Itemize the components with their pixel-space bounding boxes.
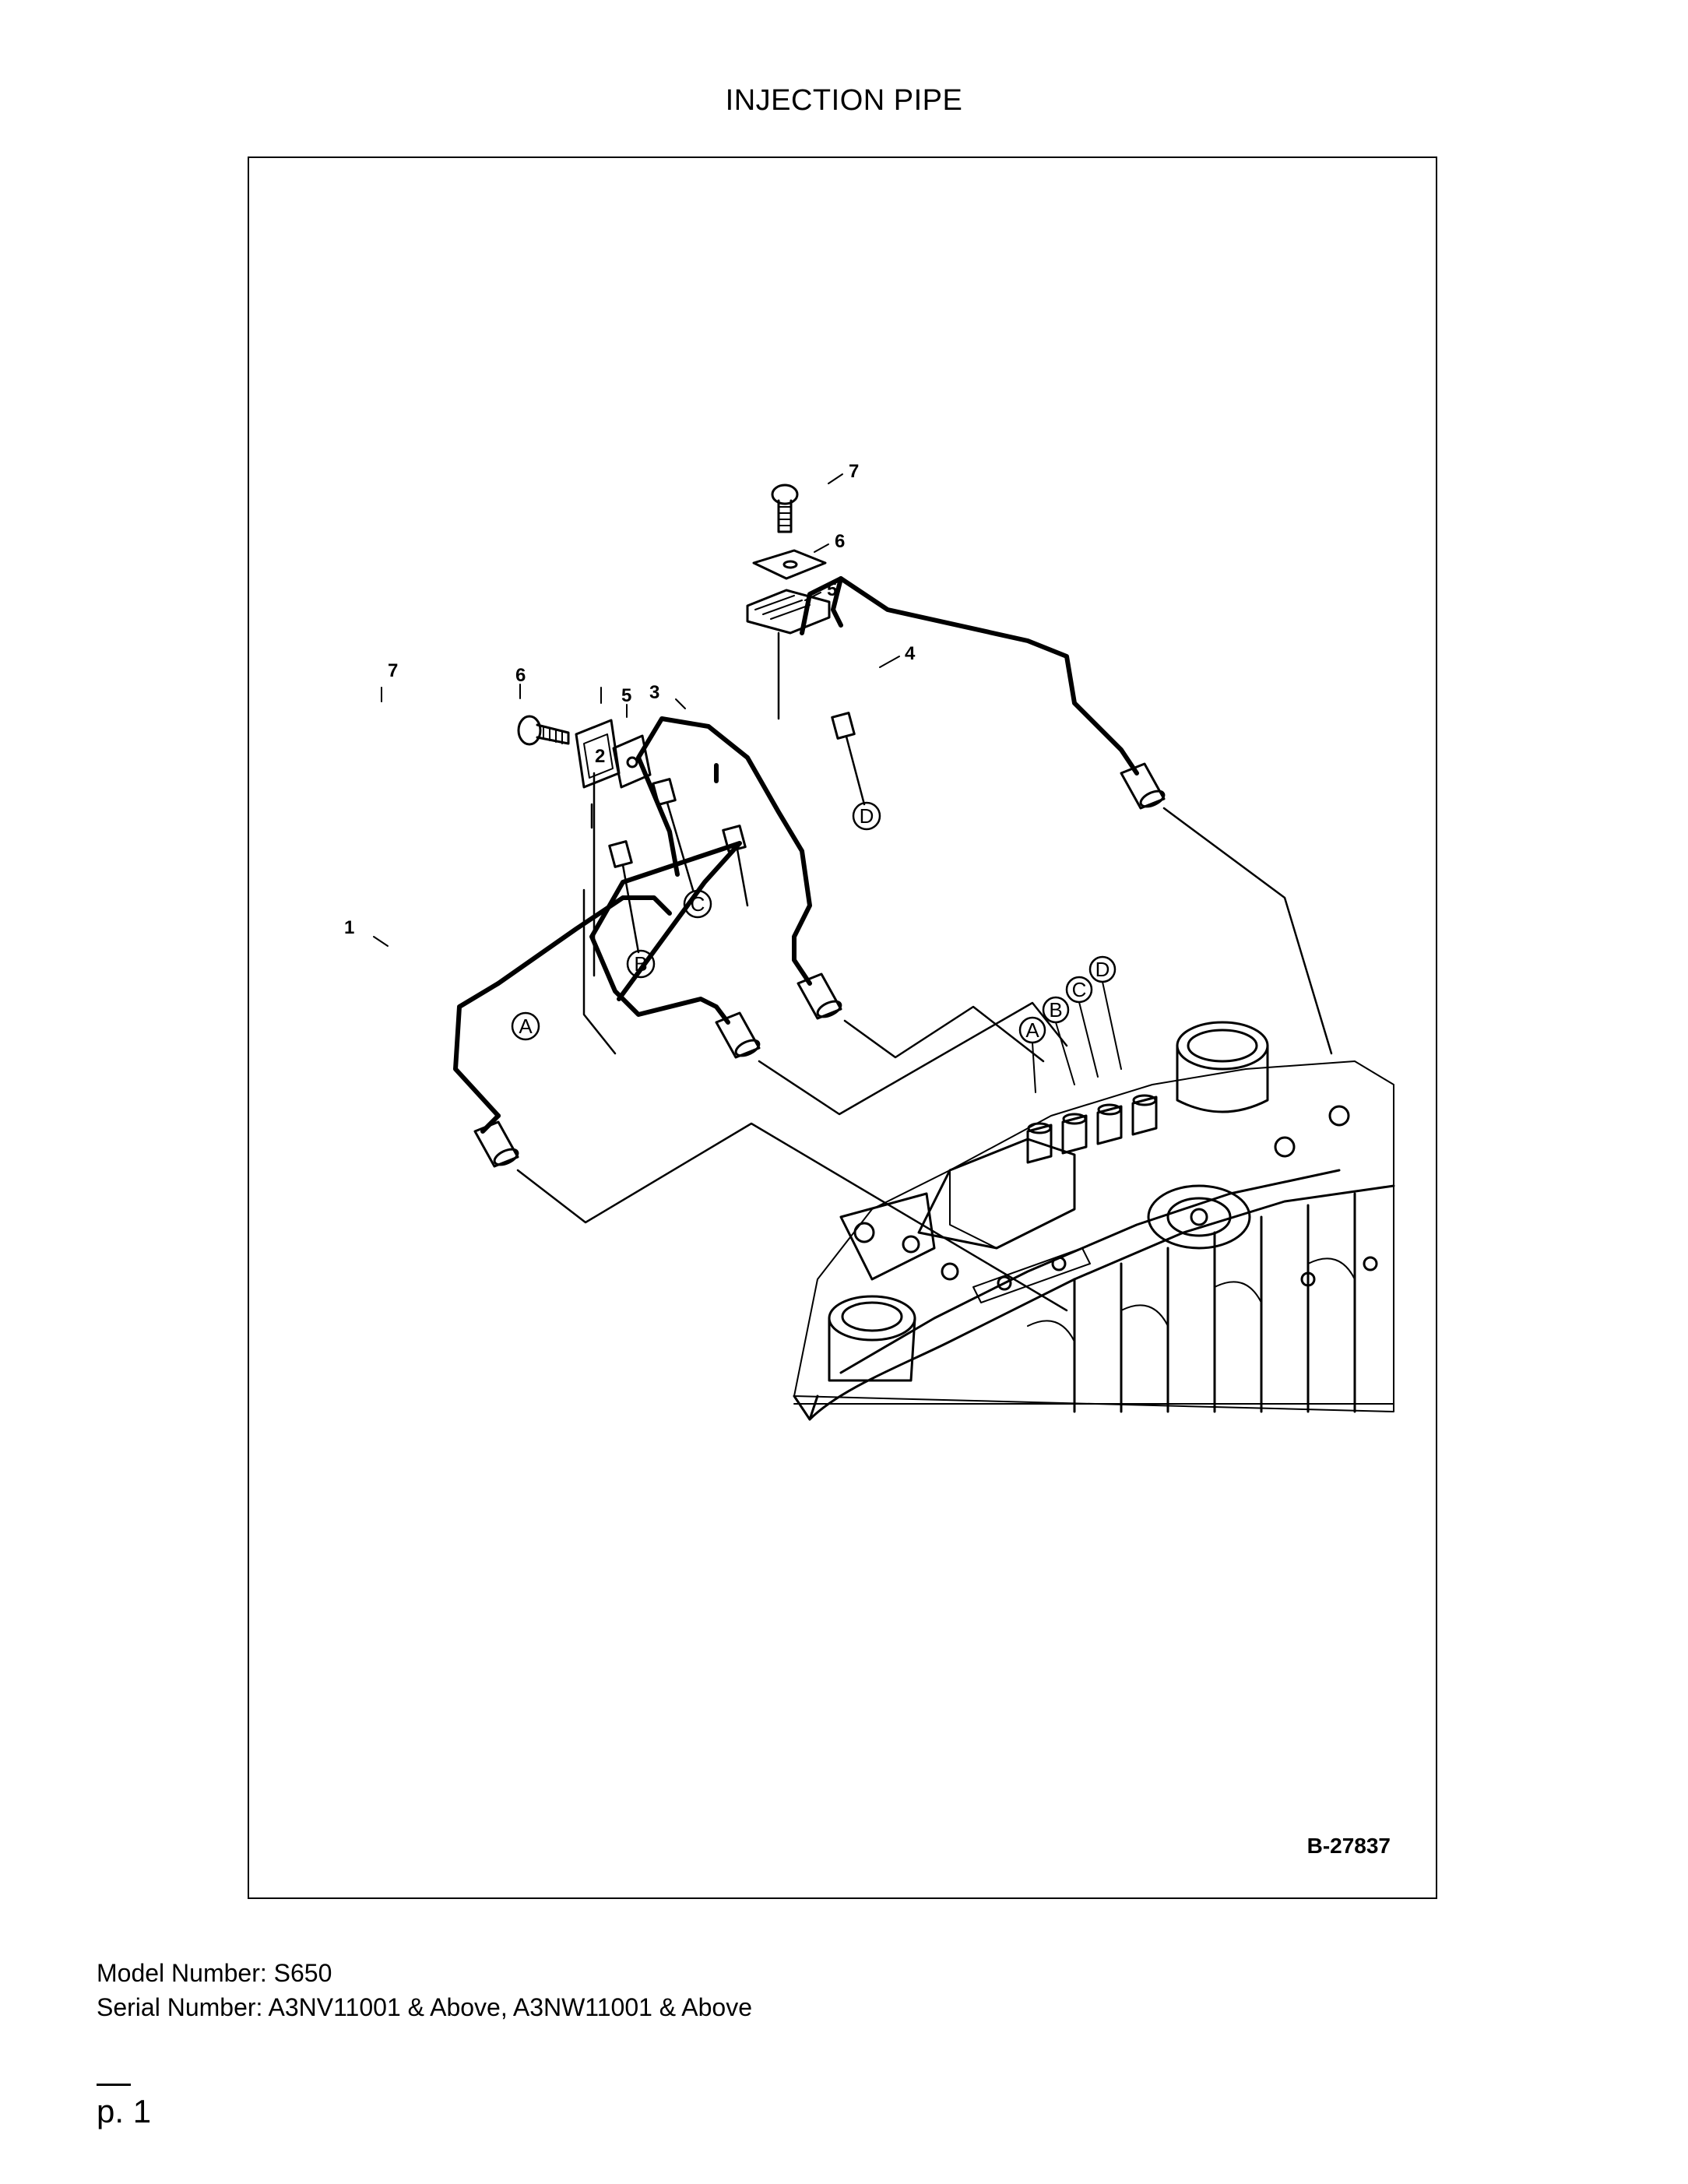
page-number-rule xyxy=(97,2084,131,2086)
pipe-fittings xyxy=(473,712,1166,1168)
injection-pipes xyxy=(453,576,1139,1134)
connection-label-c: C xyxy=(691,892,705,916)
connection-label-a: A xyxy=(519,1015,533,1038)
callout-5-right: 5 xyxy=(827,579,837,600)
callout-6-right: 6 xyxy=(835,531,845,552)
engine-connection-a: A xyxy=(1025,1018,1039,1042)
leader-lines xyxy=(516,631,1333,1312)
clamp-set-right xyxy=(746,484,831,635)
callout-2: 2 xyxy=(595,746,605,767)
connection-markers-pipes xyxy=(511,801,881,1041)
callout-7-left: 7 xyxy=(388,660,398,681)
callout-1: 1 xyxy=(344,917,354,938)
serial-number: Serial Number: A3NV11001 & Above, A3NW11… xyxy=(97,1993,752,2021)
diagram-frame: A B C D A B C D 7 6 5 4 3 2 6 7 5 1 B-27… xyxy=(248,157,1437,1899)
callout-leaders xyxy=(373,473,900,947)
page-number: p. 1 xyxy=(97,2093,152,2129)
callout-4: 4 xyxy=(905,643,916,664)
callout-7-right: 7 xyxy=(849,461,859,482)
clamp-set-left xyxy=(517,715,652,789)
page-title: INJECTION PIPE xyxy=(725,84,963,117)
engine-connection-c: C xyxy=(1072,978,1087,1001)
figure-code: B-27837 xyxy=(1306,1834,1391,1858)
delivery-valves xyxy=(1026,1094,1158,1164)
connection-markers-engine xyxy=(1018,955,1122,1093)
callout-5-left: 5 xyxy=(621,685,631,706)
engine-connection-d: D xyxy=(1095,958,1110,981)
connection-label-b: B xyxy=(634,952,647,976)
callout-3: 3 xyxy=(649,682,659,703)
callout-6-left: 6 xyxy=(515,665,526,686)
engine-connection-b: B xyxy=(1049,998,1062,1022)
connection-label-d: D xyxy=(860,804,874,828)
engine-block xyxy=(793,1021,1395,1421)
model-number: Model Number: S650 xyxy=(97,1959,332,1987)
exploded-parts-diagram: A B C D A B C D 7 6 5 4 3 2 6 7 5 1 xyxy=(344,461,1395,1421)
